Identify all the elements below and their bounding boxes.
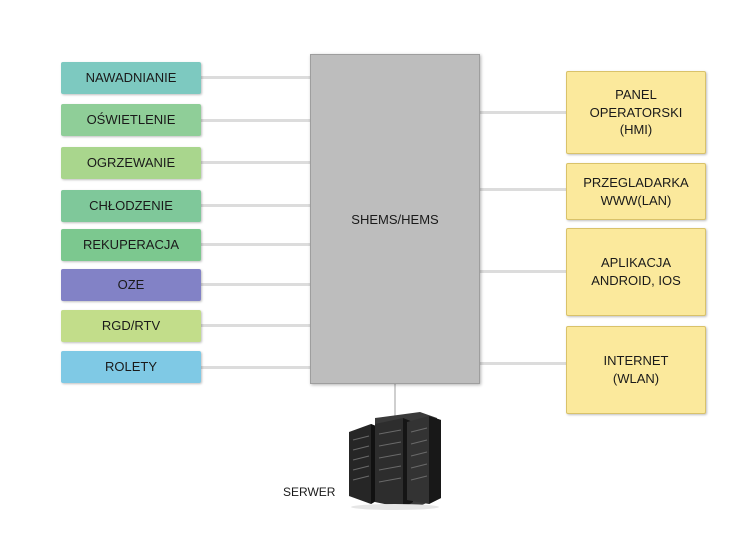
device-rekuperacja: REKUPERACJA bbox=[61, 229, 201, 261]
device-label: OZE bbox=[117, 277, 145, 293]
device-label: CHŁODZENIE bbox=[89, 198, 173, 214]
connector-left-2 bbox=[201, 119, 310, 122]
connector-left-8 bbox=[201, 366, 310, 369]
connector-server bbox=[394, 384, 396, 416]
interface-browser: PRZEGLADARKA WWW(LAN) bbox=[566, 163, 706, 220]
hub-label: SHEMS/HEMS bbox=[351, 211, 439, 227]
interface-line: WWW(LAN) bbox=[600, 192, 672, 208]
connector-left-5 bbox=[201, 243, 310, 246]
device-label: NAWADNIANIE bbox=[85, 70, 177, 86]
interface-line: (HMI) bbox=[619, 122, 653, 138]
device-label: OGRZEWANIE bbox=[86, 155, 176, 171]
device-nawadnianie: NAWADNIANIE bbox=[61, 62, 201, 94]
connector-right-2 bbox=[480, 188, 566, 191]
interface-line: APLIKACJA bbox=[600, 255, 672, 271]
interface-line: PRZEGLADARKA bbox=[583, 174, 689, 190]
connector-left-4 bbox=[201, 204, 310, 207]
device-chlodzenie: CHŁODZENIE bbox=[61, 190, 201, 222]
connector-left-3 bbox=[201, 161, 310, 164]
device-label: REKUPERACJA bbox=[82, 237, 180, 253]
connector-left-1 bbox=[201, 76, 310, 79]
interface-line: PANEL bbox=[615, 87, 657, 103]
device-label: RGD/RTV bbox=[101, 318, 161, 334]
connector-right-4 bbox=[480, 362, 566, 365]
connector-right-3 bbox=[480, 270, 566, 273]
device-oze: OZE bbox=[61, 269, 201, 301]
interface-line: ANDROID, IOS bbox=[591, 273, 681, 288]
device-rolety: ROLETY bbox=[61, 351, 201, 383]
connector-left-6 bbox=[201, 283, 310, 286]
server-rack-icon bbox=[349, 412, 441, 510]
connector-left-7 bbox=[201, 324, 310, 327]
device-label: OŚWIETLENIE bbox=[86, 112, 176, 128]
interface-line: INTERNET bbox=[603, 353, 669, 369]
server-label: SERWER bbox=[283, 485, 336, 499]
interface-panel-hmi: PANEL OPERATORSKI (HMI) bbox=[566, 71, 706, 154]
device-oswietlenie: OŚWIETLENIE bbox=[61, 104, 201, 136]
device-label: ROLETY bbox=[104, 359, 157, 375]
connector-right-1 bbox=[480, 111, 566, 114]
interface-internet: INTERNET (WLAN) bbox=[566, 326, 706, 414]
interface-line: OPERATORSKI bbox=[589, 104, 683, 120]
interface-line: (WLAN) bbox=[612, 371, 660, 386]
device-ogrzewanie: OGRZEWANIE bbox=[61, 147, 201, 179]
interface-mobile-app: APLIKACJA ANDROID, IOS bbox=[566, 228, 706, 316]
hub-node: SHEMS/HEMS bbox=[310, 54, 480, 384]
device-rgd-rtv: RGD/RTV bbox=[61, 310, 201, 342]
